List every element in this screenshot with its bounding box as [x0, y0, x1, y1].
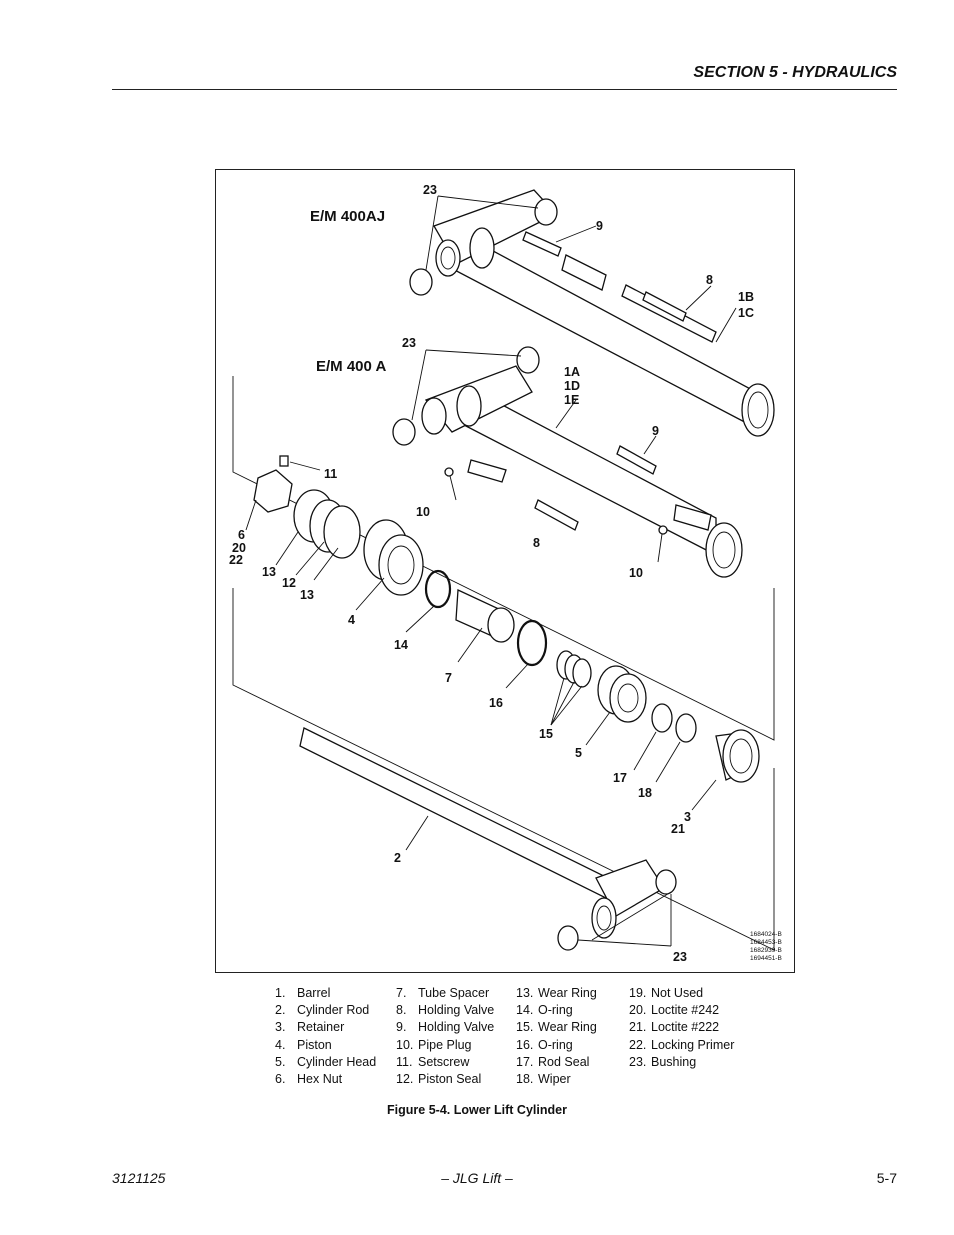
setscrew-11: [279, 455, 289, 467]
callout-12: 12: [282, 576, 296, 590]
model-label-400aj: E/M 400AJ: [310, 208, 385, 225]
callout-7: 7: [445, 671, 452, 685]
cylinder-head-5: [597, 665, 647, 723]
footer-center-text: – JLG Lift –: [441, 1170, 513, 1186]
tube-spacer-7: [455, 589, 515, 643]
callout-9-top: 9: [596, 219, 603, 233]
callout-4: 4: [348, 613, 355, 627]
callout-1a: 1A: [564, 365, 580, 379]
model-label-400a: E/M 400 A: [316, 358, 386, 375]
pipe-plug-10b: [658, 525, 668, 535]
header-rule: [112, 89, 897, 90]
callout-1e: 1E: [564, 393, 579, 407]
callout-8-top: 8: [706, 273, 713, 287]
drawing-number: 1684453-B: [750, 939, 782, 946]
holding-valve-9-middle: [616, 445, 657, 475]
bushing-23-middle: [392, 346, 540, 446]
legend-item: 1.Barrel: [275, 986, 331, 1000]
callout-23-top: 23: [423, 183, 437, 197]
barrel-group-outline: [232, 376, 775, 741]
legend-item: 13.Wear Ring: [516, 986, 597, 1000]
bushing-23-bottom: [557, 869, 677, 951]
holding-valve-8-middle: [534, 499, 579, 531]
legend-item: 18.Wiper: [516, 1072, 571, 1087]
callout-10-right: 10: [629, 566, 643, 580]
wear-ring-15: [556, 650, 592, 688]
footer-page-number: 5-7: [876, 1170, 897, 1186]
piston-4: [363, 519, 424, 596]
callout-17: 17: [613, 771, 627, 785]
callout-18: 18: [638, 786, 652, 800]
figure-frame: E/M 400AJ E/M 400 A 23 9 8 1B 1C 23 1A 1…: [215, 169, 795, 973]
callout-22: 22: [229, 553, 243, 567]
legend-item: 16.O-ring: [516, 1037, 573, 1052]
legend-item: 4.Piston: [275, 1037, 332, 1052]
legend-column-2: 7.Tube Spacer 8.Holding Valve 9.Holding …: [396, 985, 494, 1088]
callout-9-middle: 9: [652, 424, 659, 438]
legend-item: 10.Pipe Plug: [396, 1037, 472, 1052]
barrel-middle-400a: [421, 365, 743, 578]
legend-item: 15.Wear Ring: [516, 1020, 597, 1035]
legend-item: 6.Hex Nut: [275, 1072, 343, 1087]
legend-item: 12.Piston Seal: [396, 1072, 482, 1087]
legend-item: 2.Cylinder Rod: [275, 1003, 370, 1018]
footer-doc-number: 3121125: [112, 1170, 166, 1186]
wear-ring-13b: [323, 505, 361, 559]
legend-item: 8.Holding Valve: [396, 1003, 495, 1018]
callout-16: 16: [489, 696, 503, 710]
callout-1d: 1D: [564, 379, 580, 393]
legend-item: 19.Not Used: [629, 986, 704, 1000]
callout-3: 3: [684, 810, 691, 824]
drawing-number: 1682939-B: [750, 947, 782, 954]
drawing-number: 1684024-B: [750, 931, 782, 938]
rod-seal-17: [651, 703, 673, 733]
legend-item: 3.Retainer: [275, 1020, 345, 1035]
legend-item: 22.Locking Primer: [629, 1037, 735, 1052]
exploded-view-drawing: E/M 400AJ E/M 400 A 23 9 8 1B 1C 23 1A 1…: [229, 183, 782, 964]
legend-item: 9.Holding Valve: [396, 1020, 495, 1035]
legend-item: 11.Setscrew: [396, 1054, 470, 1069]
leader-lines: [245, 195, 737, 947]
o-ring-16: [516, 619, 548, 667]
legend-column-4: 19.Not Used 20.Loctite #242 21.Loctite #…: [629, 985, 734, 1071]
callout-2: 2: [394, 851, 401, 865]
drawing-number: 1694451-B: [750, 955, 782, 962]
callout-6: 6: [238, 528, 245, 542]
callout-8-middle: 8: [533, 536, 540, 550]
legend-item: 23.Bushing: [629, 1054, 697, 1069]
callout-14: 14: [394, 638, 408, 652]
pipe-plug-10a: [444, 467, 454, 477]
figure-caption: Figure 5-4. Lower Lift Cylinder: [387, 1103, 567, 1117]
callout-20: 20: [232, 541, 246, 555]
cylinder-rod-2: [299, 727, 665, 939]
callout-23-bottom: 23: [673, 950, 687, 964]
callout-15: 15: [539, 727, 553, 741]
callout-11: 11: [324, 467, 337, 481]
legend-item: 21.Loctite #222: [629, 1020, 720, 1035]
callout-23-middle: 23: [402, 336, 416, 350]
legend-item: 17.Rod Seal: [516, 1054, 590, 1069]
legend-column-1: 1.Barrel 2.Cylinder Rod 3.Retainer 4.Pis…: [275, 985, 376, 1088]
o-ring-14: [424, 569, 452, 609]
legend-item: 7.Tube Spacer: [396, 986, 490, 1000]
retainer-3: [715, 729, 760, 783]
rod-group-outline: [232, 588, 775, 951]
legend-item: 20.Loctite #242: [629, 1003, 720, 1018]
callout-13-left: 13: [262, 565, 276, 579]
callout-13-right: 13: [300, 588, 314, 602]
callout-5: 5: [575, 746, 582, 760]
bushing-23-top: [409, 198, 558, 296]
callout-10-left: 10: [416, 505, 430, 519]
callout-1b: 1B: [738, 290, 754, 304]
callout-21: 21: [671, 822, 685, 836]
legend-column-3: 13.Wear Ring 14.O-ring 15.Wear Ring 16.O…: [516, 985, 597, 1088]
legend-item: 14.O-ring: [516, 1003, 573, 1018]
wiper-18: [675, 713, 697, 743]
holding-valve-8-top: [642, 291, 687, 322]
section-title: SECTION 5 - HYDRAULICS: [693, 64, 897, 81]
holding-valve-9-top: [522, 231, 562, 257]
callout-1c: 1C: [738, 306, 754, 320]
hex-nut-6: [253, 469, 293, 513]
legend-item: 5.Cylinder Head: [275, 1054, 377, 1069]
